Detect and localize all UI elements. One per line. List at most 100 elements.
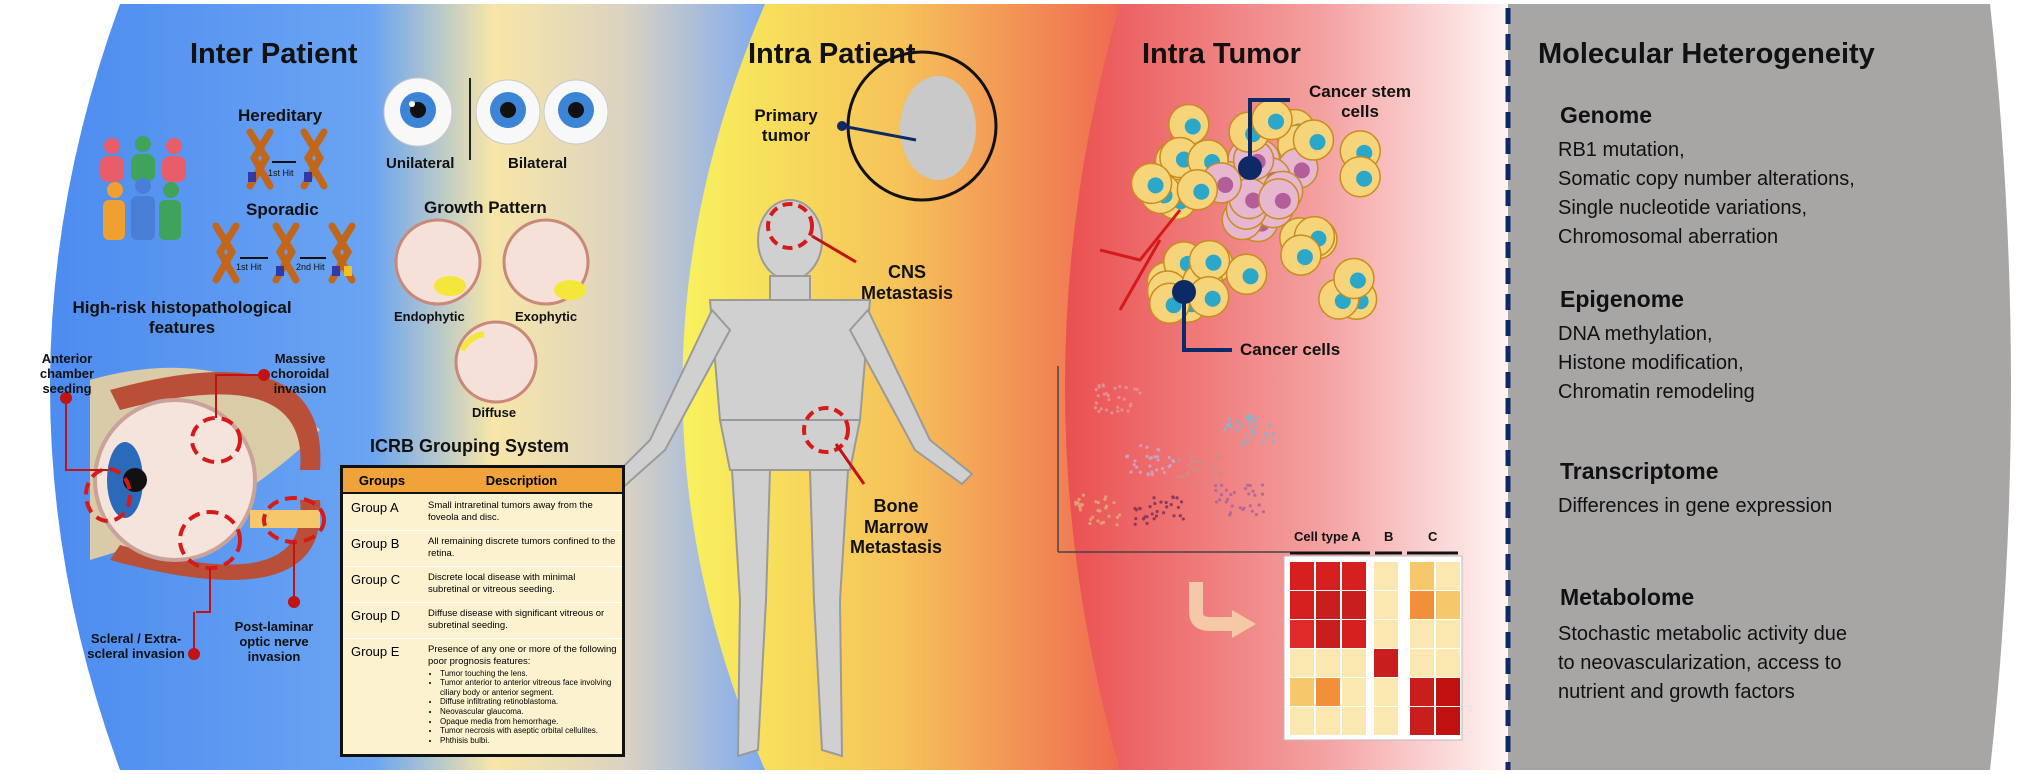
scatter-dot <box>1230 504 1234 508</box>
scatter-dot <box>1145 445 1149 449</box>
scatter-dot <box>1193 460 1197 464</box>
table-row: Group C Discrete local disease with mini… <box>343 566 622 603</box>
sporadic-label: Sporadic <box>246 200 319 219</box>
scatter-dot <box>1089 517 1093 522</box>
list-item: Diffuse infiltrating retinoblastoma. <box>440 697 618 707</box>
list-item: Tumor touching the lens. <box>440 669 618 679</box>
scatter-dot <box>1122 397 1126 401</box>
genome-heading: Genome <box>1560 102 1653 128</box>
scatter-dot <box>1104 408 1109 412</box>
heatmap-cell <box>1374 707 1398 735</box>
list-item: Phthisis bulbi. <box>440 736 618 746</box>
heatmap-cell <box>1410 678 1434 706</box>
scatter-dot <box>1251 489 1255 493</box>
scatter-dot <box>1219 471 1223 476</box>
scatter-dot <box>1099 521 1104 525</box>
list-item: Stochastic metabolic activity due <box>1558 623 1848 645</box>
scatter-dot <box>1132 463 1136 467</box>
scatter-dot <box>1148 456 1152 460</box>
scatter-dot <box>1260 492 1265 496</box>
scatter-dot <box>1249 429 1253 433</box>
cell-nucleus <box>1349 272 1366 289</box>
table-row: Group E Presence of any one or more of t… <box>343 638 622 754</box>
scatter-dot <box>1229 425 1233 429</box>
scatter-dot <box>1126 409 1130 413</box>
cancer-cells-label: Cancer cells <box>1240 340 1341 359</box>
heatmap-cell <box>1410 649 1434 677</box>
scatter-dot <box>1241 507 1245 512</box>
curved-arrow-icon <box>1189 582 1236 631</box>
heatmap-cell <box>1342 562 1366 590</box>
scatter-dot <box>1177 459 1181 463</box>
scatter-dot <box>1133 459 1137 463</box>
cell-nucleus <box>1193 183 1210 200</box>
leader-lines <box>60 369 300 660</box>
icrb-desc: Diffuse disease with significant vitreou… <box>428 608 605 632</box>
scatter-dot <box>1093 406 1098 410</box>
list-item: Chromatin remodeling <box>1558 381 1755 403</box>
scatter-dot <box>1171 495 1175 500</box>
umap-scatter-plot <box>1057 366 1290 553</box>
scatter-dot <box>1214 488 1218 493</box>
scatter-dot <box>1129 470 1133 474</box>
scatter-dot <box>1197 460 1201 465</box>
heatmap-cell <box>1290 649 1314 677</box>
list-item: DNA methylation, <box>1558 323 1713 345</box>
transcriptome-heading: Transcriptome <box>1560 458 1719 484</box>
scatter-dot <box>1240 423 1244 427</box>
heatmap-cell <box>1290 707 1314 735</box>
growth-diffuse-icon <box>454 320 538 404</box>
scatter-dot <box>1196 470 1200 474</box>
table-row: Group A Small intraretinal tumors away f… <box>343 494 622 531</box>
scatter-dot <box>1179 500 1184 504</box>
molecular-heterogeneity-title: Molecular Heterogeneity <box>1538 38 1875 70</box>
icrb-title: ICRB Grouping System <box>370 436 570 456</box>
scatter-dot <box>1110 411 1114 415</box>
heatmap-cell <box>1316 649 1340 677</box>
eyeball-bilateral-icon <box>475 79 609 145</box>
scatter-dot <box>1076 501 1080 505</box>
scatter-dot <box>1132 387 1137 391</box>
scatter-dot <box>1261 441 1265 445</box>
unilateral-label: Unilateral <box>386 155 455 172</box>
growth-endophytic-icon <box>394 218 482 306</box>
scatter-dot <box>1133 522 1137 526</box>
icrb-group: Group E <box>351 644 400 659</box>
post-laminar-label: Post-laminar optic nerve invasion <box>234 619 314 664</box>
scatter-dot <box>1271 439 1275 443</box>
transcriptome-list: Differences in gene expression <box>1558 492 1832 521</box>
scatter-dot <box>1224 488 1229 492</box>
epigenome-list: DNA methylation, Histone modification, C… <box>1558 320 1755 407</box>
scatter-dot <box>1175 496 1179 500</box>
heatmap-b-label: B <box>1384 529 1394 544</box>
list-item: Single nucleotide variations, <box>1558 197 1808 219</box>
anterior-chamber-label: Anterior chamber seeding <box>39 351 95 396</box>
scatter-dot <box>1192 454 1197 458</box>
heatmap-cell <box>1342 591 1366 619</box>
scatter-dot <box>1247 492 1251 496</box>
icrb-desc-e: Presence of any one or more of the follo… <box>428 644 618 745</box>
cell-nucleus <box>1274 192 1291 209</box>
list-item: to neovascularization, access to <box>1558 652 1842 674</box>
icrb-group: Group C <box>351 572 401 587</box>
scatter-dot <box>1117 395 1121 400</box>
scatter-dot <box>1129 402 1133 406</box>
heatmap-cell <box>1374 649 1398 677</box>
icrb-header-groups: Groups <box>343 468 423 494</box>
metabolome-heading: Metabolome <box>1560 584 1695 610</box>
scatter-dot <box>1261 510 1266 514</box>
scatter-dot <box>1148 504 1152 509</box>
heatmap-cell <box>1316 591 1340 619</box>
cell-nucleus <box>1217 176 1234 193</box>
scatter-dot <box>1214 484 1218 488</box>
icrb-e-bullets: Tumor touching the lens. Tumor anterior … <box>428 669 618 746</box>
cell-nucleus <box>1205 254 1222 271</box>
scatter-dot <box>1176 475 1180 479</box>
scatter-dot <box>1238 506 1242 510</box>
scatter-dot <box>1172 514 1176 518</box>
icrb-group: Group A <box>351 500 399 515</box>
scatter-dot <box>1145 521 1149 526</box>
list-item: Chromosomal aberration <box>1558 226 1779 248</box>
scatter-dot <box>1162 511 1166 515</box>
scatter-dot <box>1096 394 1100 398</box>
